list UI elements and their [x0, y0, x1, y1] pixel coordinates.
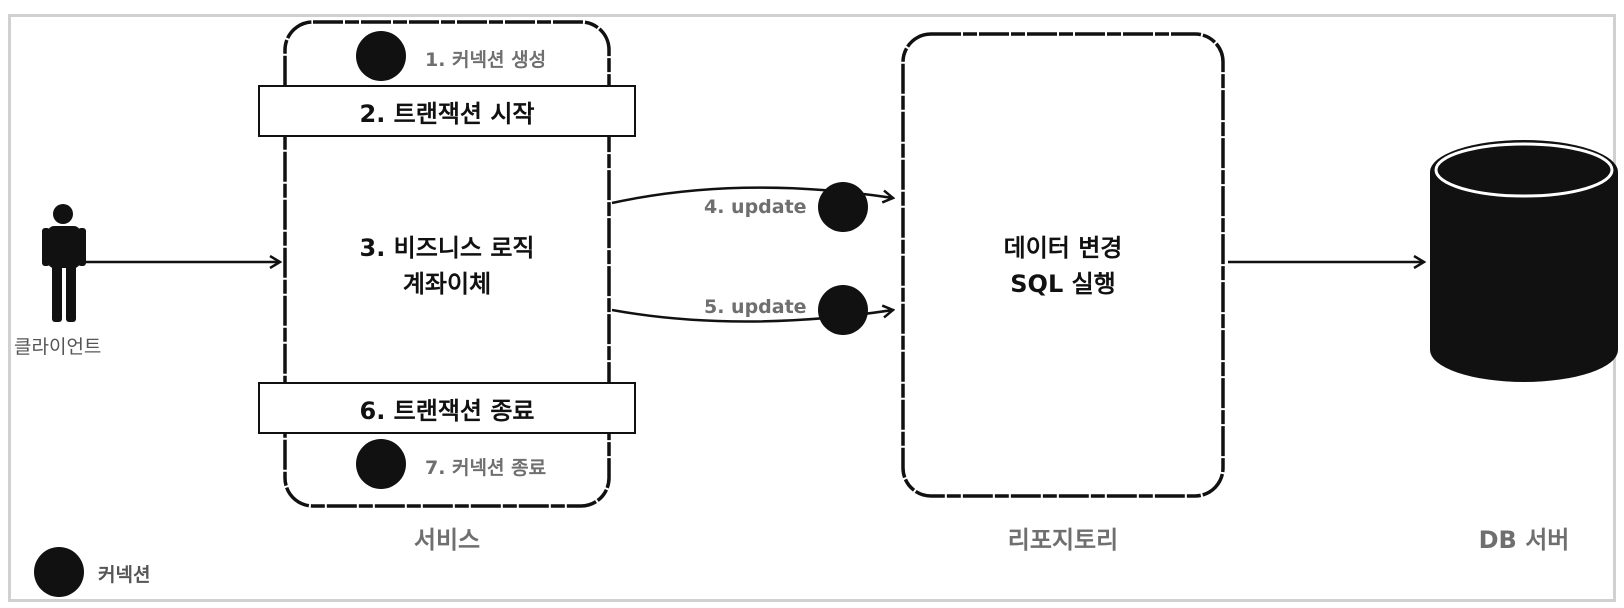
transaction-start-bar	[258, 85, 636, 137]
db-cylinder-icon	[1430, 140, 1618, 382]
step1-connection-open-label: 1. 커넥션 생성	[425, 49, 547, 71]
update-4-label: 4. update	[704, 196, 807, 218]
repository-data-change-label: 데이터 변경	[1003, 234, 1123, 262]
repository-title: 리포지토리	[1007, 526, 1119, 554]
step3-account-transfer-label: 계좌이체	[402, 270, 492, 298]
step7-connection-close-label: 7. 커넥션 종료	[425, 457, 547, 479]
db-server-title: DB 서버	[1478, 526, 1570, 554]
service-box	[283, 20, 611, 508]
step2-transaction-start-label: 2. 트랜잭션 시작	[359, 100, 535, 128]
repository-sql-exec-label: SQL 실행	[1010, 270, 1116, 298]
update-5-connection-circle	[818, 285, 868, 335]
step3-business-logic-label: 3. 비즈니스 로직	[359, 234, 535, 262]
connection-close-circle	[356, 439, 406, 489]
transaction-end-bar	[258, 382, 636, 434]
service-title: 서비스	[413, 526, 481, 554]
client-label: 클라이언트	[14, 336, 102, 358]
update-4-connection-circle	[818, 182, 868, 232]
connection-open-circle	[356, 31, 406, 81]
client-person-icon	[42, 204, 86, 322]
legend-connection-circle	[34, 547, 84, 597]
repository-box	[901, 32, 1225, 498]
update-5-label: 5. update	[704, 296, 807, 318]
step6-transaction-end-label: 6. 트랜잭션 종료	[359, 397, 535, 425]
legend-connection-label: 커넥션	[98, 564, 151, 586]
